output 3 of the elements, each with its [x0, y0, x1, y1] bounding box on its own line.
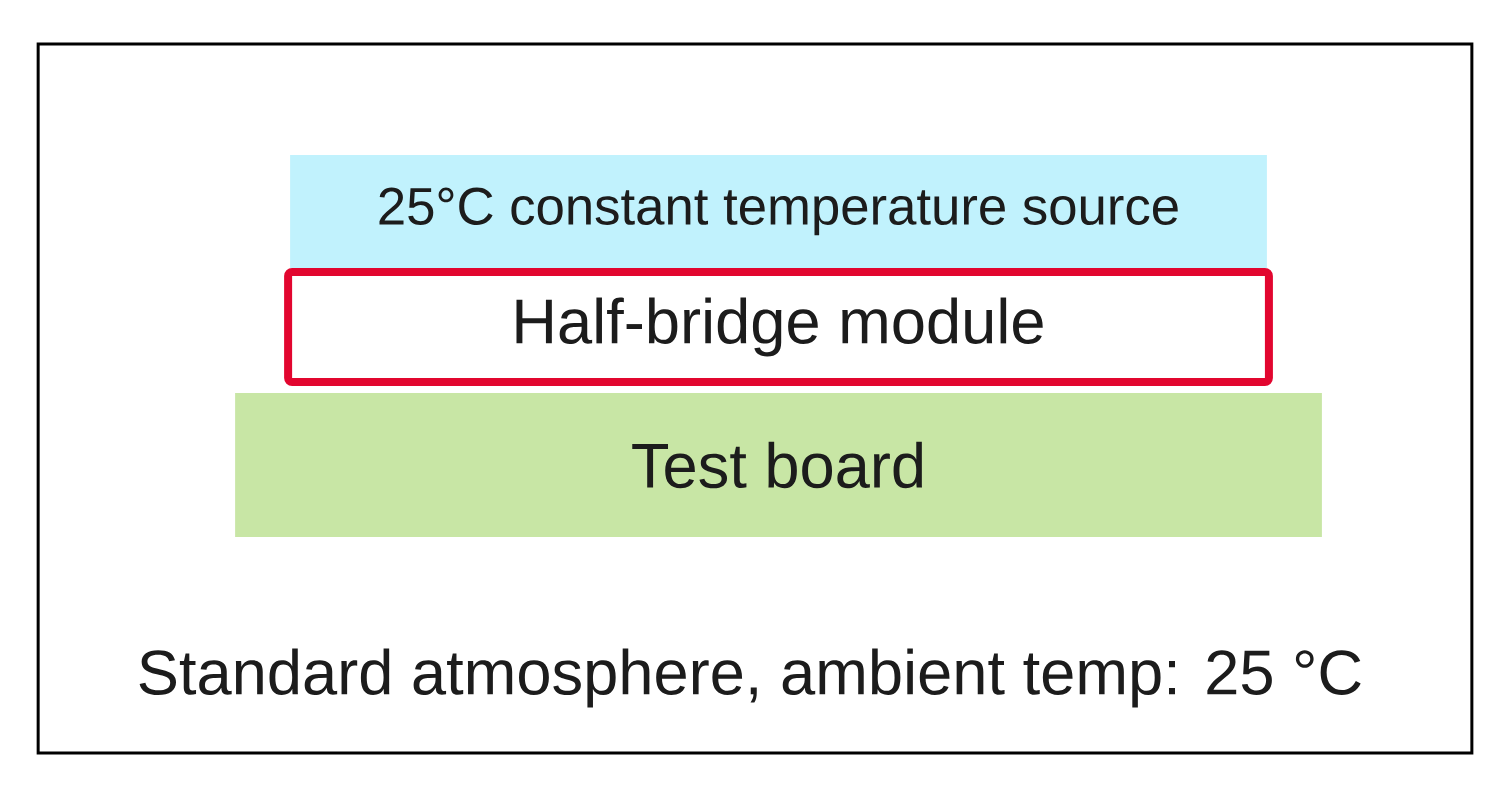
outlined-box: Half-bridge module — [284, 268, 1273, 386]
layer-box: 25°C constant temperature source — [290, 155, 1267, 268]
layer-box: Test board — [235, 393, 1322, 537]
